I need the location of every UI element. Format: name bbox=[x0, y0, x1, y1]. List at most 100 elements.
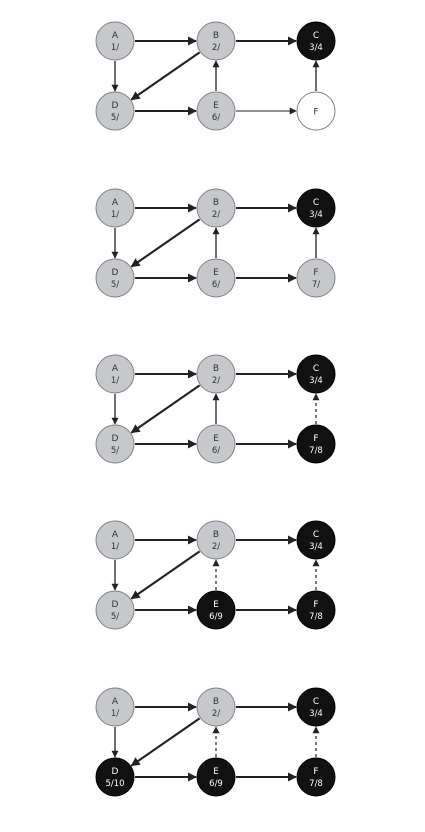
node-discovery-finish-time: 5/ bbox=[111, 280, 119, 290]
node-label: C bbox=[313, 364, 319, 374]
node-circle bbox=[95, 258, 135, 298]
node-label: F bbox=[313, 108, 318, 118]
node-label: A bbox=[112, 364, 119, 374]
node-circle bbox=[95, 91, 135, 131]
node-discovery-finish-time: 3/4 bbox=[309, 376, 323, 386]
dfs-step-panel: A 1/B2/C3/4D5/E 6/F 7/ bbox=[95, 188, 336, 298]
node-label: E bbox=[213, 268, 219, 278]
dfs-step-panel: A1/B 2/C 3/4D 5/E6/9 F7/8 bbox=[95, 520, 336, 630]
node-circle bbox=[296, 21, 336, 61]
node-discovery-finish-time: 1/ bbox=[111, 43, 119, 53]
node-a: A1/ bbox=[95, 21, 135, 61]
node-circle bbox=[95, 687, 135, 727]
node-circle bbox=[95, 520, 135, 560]
edge-b-d bbox=[130, 717, 201, 767]
node-circle bbox=[296, 590, 336, 630]
edge-b-d bbox=[130, 51, 201, 101]
node-discovery-finish-time: 1/ bbox=[111, 210, 119, 220]
node-circle bbox=[196, 590, 236, 630]
node-circle bbox=[196, 258, 236, 298]
node-discovery-finish-time: 3/4 bbox=[309, 542, 323, 552]
node-circle bbox=[296, 354, 336, 394]
node-label: B bbox=[213, 697, 219, 707]
dfs-step-panel: A1/B2/C3/4D5/E6/F7/8 bbox=[95, 354, 336, 464]
node-d: D 5/ bbox=[95, 590, 135, 630]
edge-b-d bbox=[130, 384, 201, 434]
node-circle bbox=[296, 520, 336, 560]
node-b: B 2/ bbox=[196, 687, 236, 727]
node-e: E6/9 bbox=[196, 757, 236, 797]
node-b: B 2/ bbox=[196, 21, 236, 61]
node-label: D bbox=[112, 600, 119, 610]
node-circle bbox=[95, 757, 135, 797]
node-label: E bbox=[213, 434, 219, 444]
node-c: C3/4 bbox=[296, 21, 336, 61]
node-label: B bbox=[213, 198, 219, 208]
node-circle bbox=[296, 687, 336, 727]
node-circle bbox=[296, 91, 336, 131]
edge-b-d bbox=[130, 218, 201, 268]
node-b: B 2/ bbox=[196, 520, 236, 560]
node-c: C 3/4 bbox=[296, 354, 336, 394]
node-discovery-finish-time: 7/8 bbox=[309, 612, 323, 622]
node-circle bbox=[95, 354, 135, 394]
node-circle bbox=[95, 424, 135, 464]
node-discovery-finish-time: 3/4 bbox=[309, 43, 323, 53]
node-e: E6/ bbox=[196, 91, 236, 131]
node-circle bbox=[296, 424, 336, 464]
node-label: F bbox=[313, 434, 318, 444]
node-label: B bbox=[213, 31, 219, 41]
node-discovery-finish-time: 5/ bbox=[111, 612, 119, 622]
node-circle bbox=[196, 687, 236, 727]
dfs-step-panel: A1/B 2/C3/4D5/E6/F bbox=[95, 21, 336, 131]
node-label: D bbox=[112, 101, 119, 111]
node-circle bbox=[196, 91, 236, 131]
node-discovery-finish-time: 2/ bbox=[212, 43, 220, 53]
node-circle bbox=[196, 424, 236, 464]
node-discovery-finish-time: 1/ bbox=[111, 376, 119, 386]
node-discovery-finish-time: 7/ bbox=[312, 280, 320, 290]
node-discovery-finish-time: 2/ bbox=[212, 376, 220, 386]
node-discovery-finish-time: 7/8 bbox=[309, 446, 323, 456]
node-circle bbox=[296, 757, 336, 797]
edges bbox=[111, 36, 320, 116]
dfs-step-panel: A 1/B 2/C3/4D5/10 E6/9 F 7/8 bbox=[95, 687, 336, 797]
node-circle bbox=[196, 354, 236, 394]
node-circle bbox=[296, 188, 336, 228]
node-label: A bbox=[112, 697, 119, 707]
node-label: B bbox=[213, 364, 219, 374]
node-e: E6/9 bbox=[196, 590, 236, 630]
node-label: F bbox=[313, 268, 318, 278]
node-discovery-finish-time: 1/ bbox=[111, 709, 119, 719]
node-c: C3/4 bbox=[296, 188, 336, 228]
node-discovery-finish-time: 5/ bbox=[111, 446, 119, 456]
node-b: B2/ bbox=[196, 188, 236, 228]
node-f: F7/8 bbox=[296, 590, 336, 630]
node-circle bbox=[196, 188, 236, 228]
node-a: A1/ bbox=[95, 520, 135, 560]
node-discovery-finish-time: 6/ bbox=[212, 280, 220, 290]
node-label: C bbox=[313, 530, 319, 540]
node-d: D5/ bbox=[95, 91, 135, 131]
node-f: F 7/ bbox=[296, 258, 336, 298]
node-discovery-finish-time: 7/8 bbox=[309, 779, 323, 789]
node-circle bbox=[296, 258, 336, 298]
node-label: B bbox=[213, 530, 219, 540]
node-c: C3/4 bbox=[296, 687, 336, 727]
node-label: F bbox=[313, 767, 318, 777]
node-e: E6/ bbox=[196, 424, 236, 464]
node-discovery-finish-time: 2/ bbox=[212, 542, 220, 552]
node-discovery-finish-time: 2/ bbox=[212, 709, 220, 719]
node-discovery-finish-time: 6/9 bbox=[209, 779, 223, 789]
node-a: A 1/ bbox=[95, 354, 135, 394]
node-a: A 1/ bbox=[95, 188, 135, 228]
node-discovery-finish-time: 1/ bbox=[111, 542, 119, 552]
node-d: D5/ bbox=[95, 258, 135, 298]
node-label: A bbox=[112, 198, 119, 208]
node-b: B 2/ bbox=[196, 354, 236, 394]
node-d: D5/10 bbox=[95, 757, 135, 797]
node-discovery-finish-time: 3/4 bbox=[309, 210, 323, 220]
node-e: E 6/ bbox=[196, 258, 236, 298]
edge-b-d bbox=[130, 550, 201, 600]
